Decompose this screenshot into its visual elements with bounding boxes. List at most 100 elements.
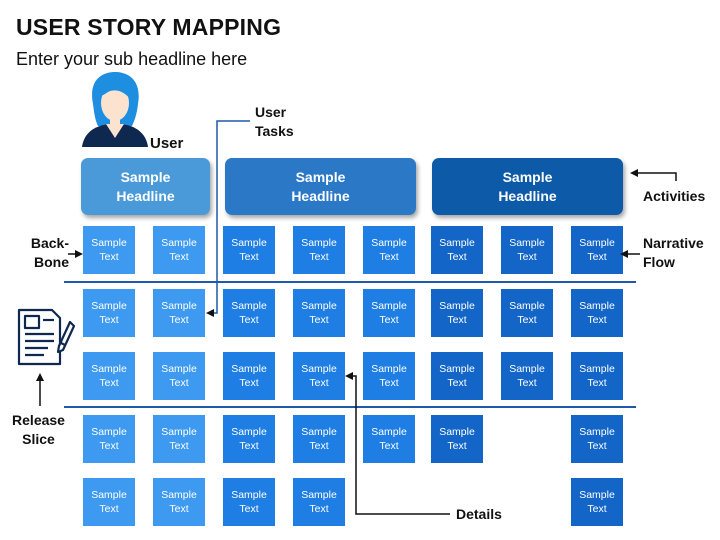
story-card-line2: Text	[169, 314, 189, 326]
story-card-line1: Sample	[509, 300, 545, 312]
story-card-line2: Text	[169, 503, 189, 515]
story-card-line2: Text	[309, 314, 329, 326]
story-card-line2: Text	[169, 377, 189, 389]
story-card-line2: Text	[517, 251, 537, 263]
story-card-line1: Sample	[371, 426, 407, 438]
story-card-line1: Sample	[439, 426, 475, 438]
activity-headline-1: Sample Headline	[81, 158, 210, 215]
backbone-divider	[64, 281, 636, 283]
story-card-line1: Sample	[231, 363, 267, 375]
activity-headline-3: Sample Headline	[432, 158, 623, 215]
release-slice-label-line2: Slice	[22, 431, 55, 447]
story-card-line2: Text	[309, 251, 329, 263]
details-label: Details	[456, 506, 502, 522]
narrative-flow-label-line2: Flow	[643, 254, 675, 270]
story-card-line1: Sample	[371, 300, 407, 312]
story-card-line1: Sample	[301, 489, 337, 501]
story-card-line1: Sample	[371, 363, 407, 375]
story-card-line1: Sample	[439, 237, 475, 249]
story-card-line2: Text	[309, 503, 329, 515]
backbone-label: Back- Bone	[29, 234, 69, 272]
document-pen-icon	[17, 308, 76, 366]
story-card-line2: Text	[447, 377, 467, 389]
story-card-line1: Sample	[579, 363, 615, 375]
activity-headline-2-line1: Sample	[295, 168, 346, 185]
story-card-line2: Text	[239, 377, 259, 389]
story-card-line2: Text	[309, 377, 329, 389]
story-card-line2: Text	[447, 314, 467, 326]
story-card-line2: Text	[169, 251, 189, 263]
story-card-line2: Text	[99, 440, 119, 452]
activities-label: Activities	[643, 188, 706, 204]
story-card-line2: Text	[169, 440, 189, 452]
story-card-line1: Sample	[579, 300, 615, 312]
story-card-line2: Text	[309, 440, 329, 452]
release-slice-divider	[64, 406, 636, 408]
story-card-line2: Text	[517, 377, 537, 389]
story-card-line1: Sample	[301, 237, 337, 249]
story-card-line2: Text	[379, 251, 399, 263]
story-card-line2: Text	[239, 440, 259, 452]
story-card-line1: Sample	[579, 237, 615, 249]
story-card-line2: Text	[587, 251, 607, 263]
story-card-line1: Sample	[301, 363, 337, 375]
story-card-line1: Sample	[91, 237, 127, 249]
user-tasks-arrow	[206, 120, 250, 317]
story-card-line2: Text	[239, 314, 259, 326]
story-card-line1: Sample	[371, 237, 407, 249]
story-card-line2: Text	[379, 377, 399, 389]
story-card-line2: Text	[99, 377, 119, 389]
activity-headline-3-line2: Headline	[498, 187, 557, 204]
story-card-line2: Text	[239, 251, 259, 263]
story-card-line1: Sample	[231, 237, 267, 249]
story-card-line2: Text	[447, 251, 467, 263]
story-card-line1: Sample	[91, 300, 127, 312]
story-card-line2: Text	[379, 440, 399, 452]
story-card-line2: Text	[99, 503, 119, 515]
activity-headline-3-line1: Sample	[502, 168, 553, 185]
activity-headline-1-line2: Headline	[116, 187, 175, 204]
story-card-line1: Sample	[231, 426, 267, 438]
story-card-line2: Text	[379, 314, 399, 326]
story-card-line2: Text	[587, 314, 607, 326]
activity-headline-1-line1: Sample	[120, 168, 171, 185]
story-card-line1: Sample	[91, 363, 127, 375]
story-card-line1: Sample	[91, 489, 127, 501]
story-card-line1: Sample	[231, 489, 267, 501]
user-label: User	[150, 135, 184, 152]
story-card-line1: Sample	[161, 426, 197, 438]
story-card-line1: Sample	[161, 237, 197, 249]
story-card-line2: Text	[99, 251, 119, 263]
backbone-label-line2: Bone	[34, 254, 69, 270]
page-subtitle: Enter your sub headline here	[16, 49, 248, 69]
activities-arrow	[630, 169, 677, 181]
story-card-line1: Sample	[301, 300, 337, 312]
